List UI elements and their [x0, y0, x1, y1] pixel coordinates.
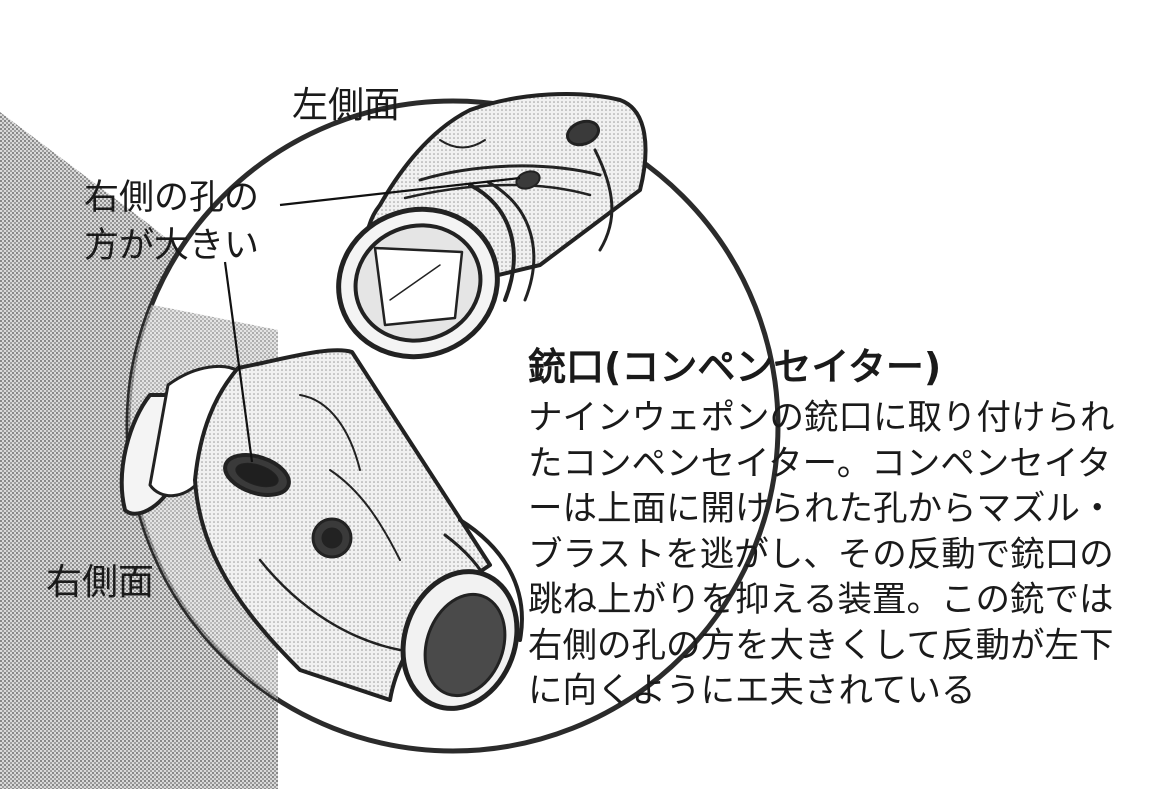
caption-line: 跳ね上がりを抑える装置。この銃では [528, 580, 1114, 620]
caption-line: たコンペンセイター。コンペンセイタ [528, 443, 1112, 484]
callout-line: 右側の孔の [84, 178, 260, 218]
label-right-side: 右側面 [46, 562, 155, 603]
caption-line: に向くようにエ夫されている [528, 671, 976, 711]
label-left-side: 左側面 [292, 85, 401, 126]
compensator-left-view [336, 92, 648, 360]
caption-line: 右側の孔の方を大きくして反動が左下 [528, 625, 1114, 666]
compensator-right-view [119, 348, 524, 711]
callout-line-to-upper-port [279, 176, 521, 207]
caption-line: ナインウェポンの銃口に取り付けられ [528, 398, 1115, 438]
callout-larger-hole: 右側の孔の 方が大きい [84, 174, 259, 270]
caption-line: ブラストを逃がし、その反動で銃口の [528, 534, 1114, 575]
caption-title: 銃口(コンペンセイター) [528, 345, 942, 389]
caption-line: ーは上面に開けられた孔からマズル・ [528, 489, 1115, 529]
callout-line-to-lower-port [223, 261, 254, 463]
callout-line: 方が大きい [84, 226, 260, 266]
caption-body: ナインウェポンの銃口に取り付けられ たコンペンセイター。コンペンセイタ ーは上面… [528, 396, 1158, 715]
